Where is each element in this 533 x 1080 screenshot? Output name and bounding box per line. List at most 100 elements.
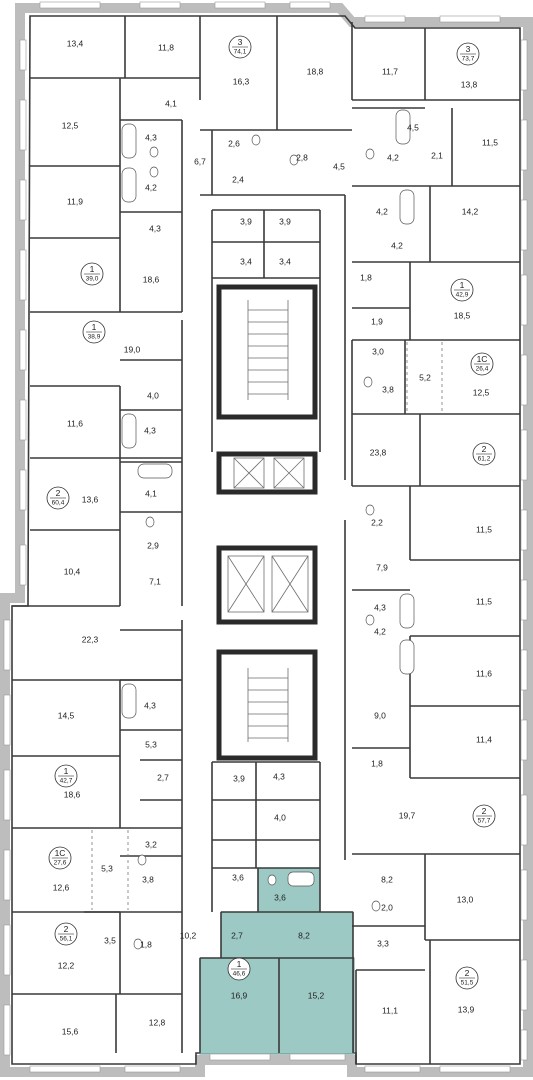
room-area-label: 2,8 (296, 152, 308, 162)
room-area-label: 3,4 (240, 256, 252, 266)
room-area-label: 4,1 (145, 488, 157, 498)
apartment-badge[interactable]: 1С 26,4 (470, 352, 494, 376)
apartment-room-count: 1С (55, 848, 66, 858)
room-area-label: 3,9 (240, 216, 252, 226)
room-area-label: 2,0 (381, 902, 393, 912)
apartment-room-count: 1 (90, 264, 95, 274)
windows (3, 1, 528, 1073)
room-area-label: 4,3 (145, 132, 157, 142)
apartment-badge[interactable]: 142,7 (54, 764, 78, 788)
room-area-label: 1,8 (371, 758, 383, 768)
apartment-room-count: 2 (56, 488, 61, 498)
room-area-label: 11,5 (482, 137, 498, 147)
room-area-label: 13,0 (457, 894, 474, 904)
room-area-label: 16,3 (233, 76, 250, 86)
apartment-badge[interactable]: 139,0 (80, 262, 104, 286)
apartment-total-area: 38,9 (88, 334, 101, 341)
room-area-label: 3,8 (382, 384, 394, 394)
apartment-room-count: 3 (466, 44, 471, 54)
room-area-label: 2,1 (431, 150, 443, 160)
apartment-badge[interactable]: 373,7 (456, 42, 480, 66)
room-area-label: 8,2 (381, 874, 393, 884)
room-area-label: 1,8 (140, 939, 152, 949)
room-area-label: 12,8 (149, 1017, 166, 1027)
room-area-label: 11,1 (382, 1005, 398, 1015)
room-area-label: 11,7 (382, 66, 398, 76)
apartment-badge[interactable]: 138,9 (82, 320, 106, 344)
bathroom-fixtures (121, 109, 415, 950)
room-area-label: 2,2 (371, 517, 383, 527)
apartment-badge[interactable]: 142,9 (450, 278, 474, 302)
apartment-badge[interactable]: 257,7 (472, 804, 496, 828)
room-area-label: 12,6 (53, 882, 70, 892)
apartment-total-area: 60,4 (52, 500, 65, 507)
apartment-total-area: 42,9 (456, 292, 469, 299)
apartment-room-count: 2 (64, 924, 69, 934)
room-area-label: 7,9 (376, 562, 388, 572)
room-area-label: 3,6 (274, 892, 286, 902)
room-area-label: 12,5 (62, 120, 79, 130)
apartment-total-area: 26,4 (476, 366, 489, 373)
room-area-label: 13,4 (67, 38, 84, 48)
room-area-label: 13,8 (461, 79, 478, 89)
room-area-label: 14,2 (462, 206, 479, 216)
room-walls (12, 16, 520, 1064)
room-area-label: 18,5 (454, 310, 471, 320)
room-area-label: 3,4 (279, 256, 291, 266)
room-area-label: 4,3 (144, 700, 156, 710)
apartment-room-count: 1 (92, 322, 97, 332)
room-area-label: 13,9 (458, 1004, 475, 1014)
room-area-label: 2,7 (231, 930, 243, 940)
apartment-badge[interactable]: 261,2 (472, 442, 496, 466)
room-area-label: 11,4 (476, 734, 492, 744)
room-area-label: 19,7 (399, 810, 416, 820)
room-area-label: 6,7 (194, 156, 206, 166)
apartment-total-area: 57,7 (478, 818, 491, 825)
room-area-label: 2,9 (147, 540, 159, 550)
room-area-label: 11,5 (476, 596, 492, 606)
room-area-label: 4,2 (376, 206, 388, 216)
apartment-badge[interactable]: 374,1 (228, 35, 252, 59)
apartment-badge[interactable]: 251,5 (455, 966, 479, 990)
room-area-label: 8,2 (298, 930, 310, 940)
room-area-label: 2,7 (157, 772, 169, 782)
apartment-room-count: 2 (482, 806, 487, 816)
room-area-label: 4,2 (387, 152, 399, 162)
room-area-label: 2,4 (232, 174, 244, 184)
apartment-total-area: 73,7 (462, 56, 475, 63)
room-area-label: 10,2 (180, 930, 197, 940)
room-area-label: 4,5 (333, 161, 345, 171)
apartment-badge[interactable]: 146,6 (227, 957, 251, 981)
room-area-label: 14,5 (58, 710, 75, 720)
apartment-room-count: 1 (460, 280, 465, 290)
apartment-room-count: 1С (477, 354, 488, 364)
room-area-label: 3,9 (279, 216, 291, 226)
room-area-label: 4,3 (374, 602, 386, 612)
room-area-label: 5,3 (145, 739, 157, 749)
apartment-room-count: 1 (64, 766, 69, 776)
apartment-room-count: 2 (482, 444, 487, 454)
room-area-label: 4,2 (374, 626, 386, 636)
apartment-badge[interactable]: 256,1 (54, 922, 78, 946)
apartment-badge[interactable]: 260,4 (46, 486, 70, 510)
room-area-label: 23,8 (370, 447, 387, 457)
room-area-label: 3,2 (145, 839, 157, 849)
room-area-label: 4,0 (147, 390, 159, 400)
room-area-label: 18,6 (143, 274, 160, 284)
room-area-label: 19,0 (124, 344, 141, 354)
room-area-label: 3,8 (142, 874, 154, 884)
apartment-total-area: 46,6 (233, 971, 246, 978)
room-area-label: 4,1 (165, 98, 177, 108)
room-area-label: 9,0 (374, 710, 386, 720)
apartment-total-area: 51,5 (461, 980, 474, 987)
room-area-label: 4,3 (149, 223, 161, 233)
room-area-label: 4,5 (407, 122, 419, 132)
room-area-label: 11,6 (476, 668, 492, 678)
room-area-label: 18,6 (64, 789, 81, 799)
room-area-label: 1,9 (371, 316, 383, 326)
room-area-label: 16,9 (231, 990, 248, 1000)
room-area-label: 12,5 (473, 387, 490, 397)
